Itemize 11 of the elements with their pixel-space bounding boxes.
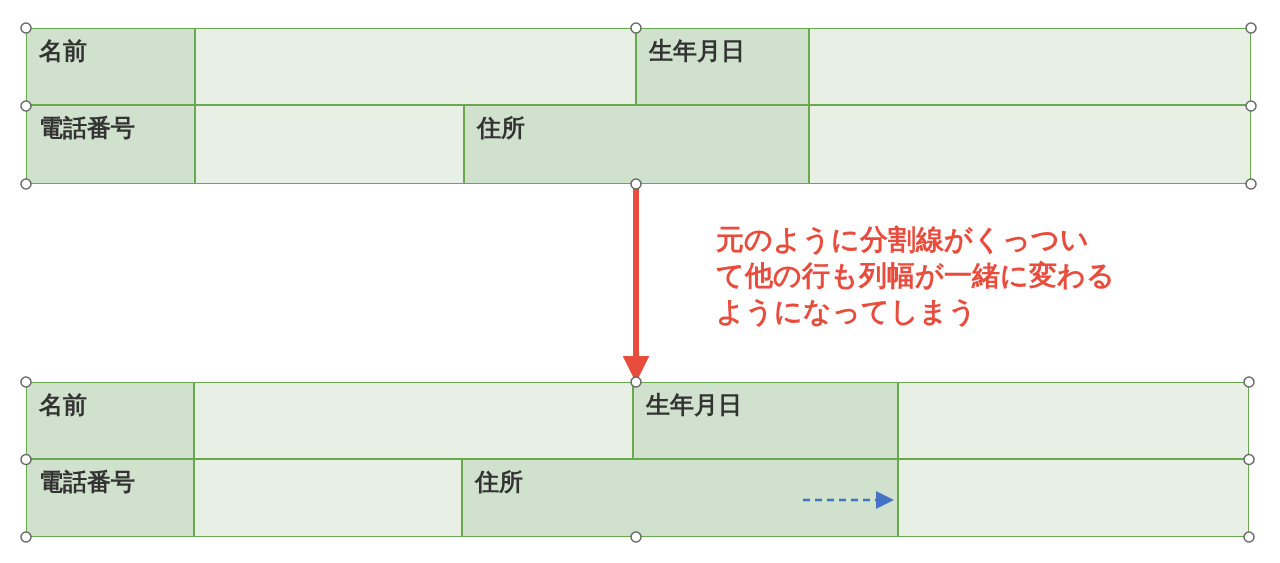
table: [26, 28, 1251, 184]
cell-text: 名前: [39, 36, 87, 67]
cell-text: 電話番号: [39, 467, 135, 498]
cell-text: 生年月日: [646, 390, 742, 421]
cell-text: 名前: [39, 390, 87, 421]
note-text: 元のように分割線がくっついて他の行も列幅が一緒に変わるようになってしまう: [716, 222, 1116, 330]
table: [26, 382, 1249, 537]
cell-text: 住所: [475, 467, 523, 498]
cell-text: 住所: [477, 113, 525, 144]
cell-text: 生年月日: [649, 36, 745, 67]
cell-text: 電話番号: [39, 113, 135, 144]
